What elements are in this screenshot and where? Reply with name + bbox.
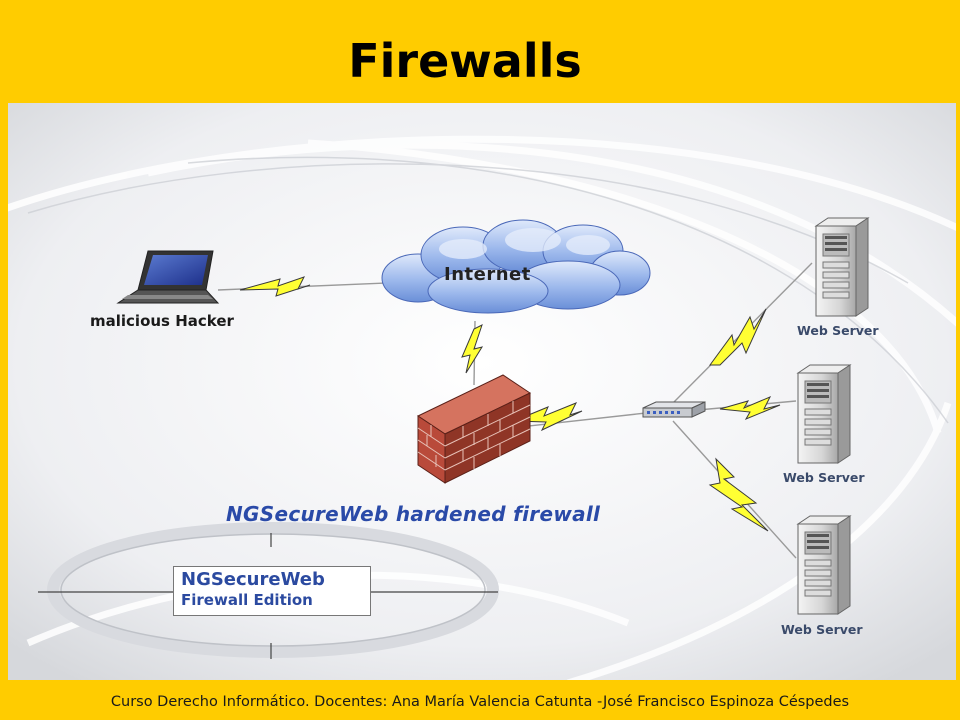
laptop-icon <box>116 250 220 304</box>
switch-icon <box>642 401 706 418</box>
slide-title: Firewalls <box>348 34 582 88</box>
hacker-label: malicious Hacker <box>90 312 234 330</box>
firewall-caption: NGSecureWeb hardened firewall <box>226 502 601 526</box>
logo-title: NGSecureWeb <box>181 569 325 590</box>
lightning-bolt-server2 <box>719 396 781 421</box>
product-logo: NGSecureWeb Firewall Edition <box>173 566 371 616</box>
lightning-bolt-internet <box>461 324 484 374</box>
server-icon-1 <box>814 217 870 317</box>
diagram-panel: malicious Hacker Internet Web Server Web… <box>8 103 956 680</box>
logo-subtitle: Firewall Edition <box>181 591 313 609</box>
network-diagram <box>8 103 956 680</box>
cloud-icon <box>381 219 651 314</box>
server-label-2: Web Server <box>783 470 865 485</box>
lightning-bolt-firewall <box>513 402 583 432</box>
lightning-bolt-server3 <box>708 457 769 532</box>
firewall-icon <box>416 374 532 484</box>
server-icon-2 <box>796 364 852 464</box>
server-label-1: Web Server <box>797 323 879 338</box>
server-label-3: Web Server <box>781 622 863 637</box>
slide-footer: Curso Derecho Informático. Docentes: Ana… <box>110 694 850 710</box>
server-icon-3 <box>796 515 852 615</box>
lightning-bolts <box>239 276 781 532</box>
internet-label: Internet <box>444 264 531 285</box>
background-rings <box>27 156 949 424</box>
lightning-bolt-server1 <box>709 308 767 366</box>
lightning-bolt-hacker <box>239 276 311 297</box>
